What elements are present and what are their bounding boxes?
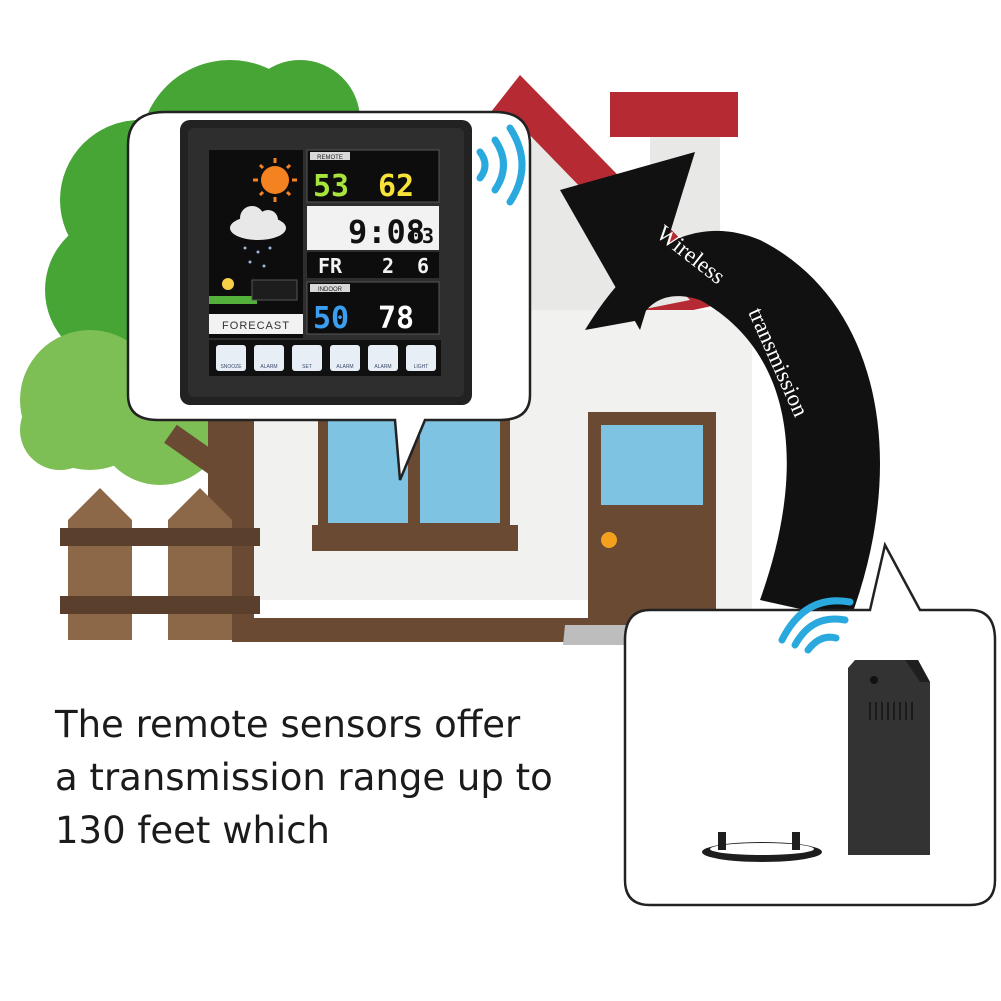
remote-temp: 53: [313, 169, 349, 204]
day-of-week: FR: [318, 254, 343, 278]
svg-text:INDOOR: INDOOR: [318, 287, 343, 293]
svg-text:ALARM: ALARM: [336, 364, 353, 370]
svg-text:LIGHT: LIGHT: [414, 364, 429, 370]
svg-text:SET: SET: [302, 364, 312, 370]
date-month: 2: [382, 254, 394, 278]
wifi-signal-icon: [476, 124, 526, 206]
wifi-signal-icon: [778, 597, 854, 654]
sensor-callout: [623, 541, 997, 907]
caption-line-3: 130 feet which: [55, 809, 330, 852]
clock-seconds: 03: [410, 224, 434, 248]
sensor-icon: [702, 660, 930, 862]
caption-line-2: a transmission range up to: [55, 756, 553, 799]
svg-text:SNOOZE: SNOOZE: [220, 364, 242, 370]
indoor-temp: 50: [313, 301, 349, 336]
date-day: 6: [417, 254, 429, 278]
cloud-rain-icon: [230, 206, 286, 268]
sun-icon: [253, 158, 297, 202]
chimney: [610, 92, 738, 137]
fence: [60, 488, 260, 640]
remote-humidity: 62: [378, 169, 414, 204]
svg-text:REMOTE: REMOTE: [317, 155, 343, 161]
svg-text:ALARM: ALARM: [374, 364, 391, 370]
arrowhead: [560, 152, 695, 330]
forecast-label: FORECAST: [222, 320, 290, 332]
caption-line-1: The remote sensors offer: [55, 703, 521, 746]
caption: The remote sensors offer a transmission …: [55, 698, 615, 857]
svg-text:ALARM: ALARM: [260, 364, 277, 370]
touch-buttons: SNOOZE ALARM SET ALARM ALARM LIGHT: [209, 340, 441, 376]
wireless-arrow: [585, 230, 880, 620]
clock-time: 9:08: [348, 213, 425, 251]
flower-icon: [209, 278, 257, 304]
door: [588, 412, 716, 622]
display-callout: FORECAST REMOTE 53 62 9:08 03 FR 2 6 IND…: [126, 110, 532, 481]
indoor-humidity: 78: [378, 301, 414, 336]
